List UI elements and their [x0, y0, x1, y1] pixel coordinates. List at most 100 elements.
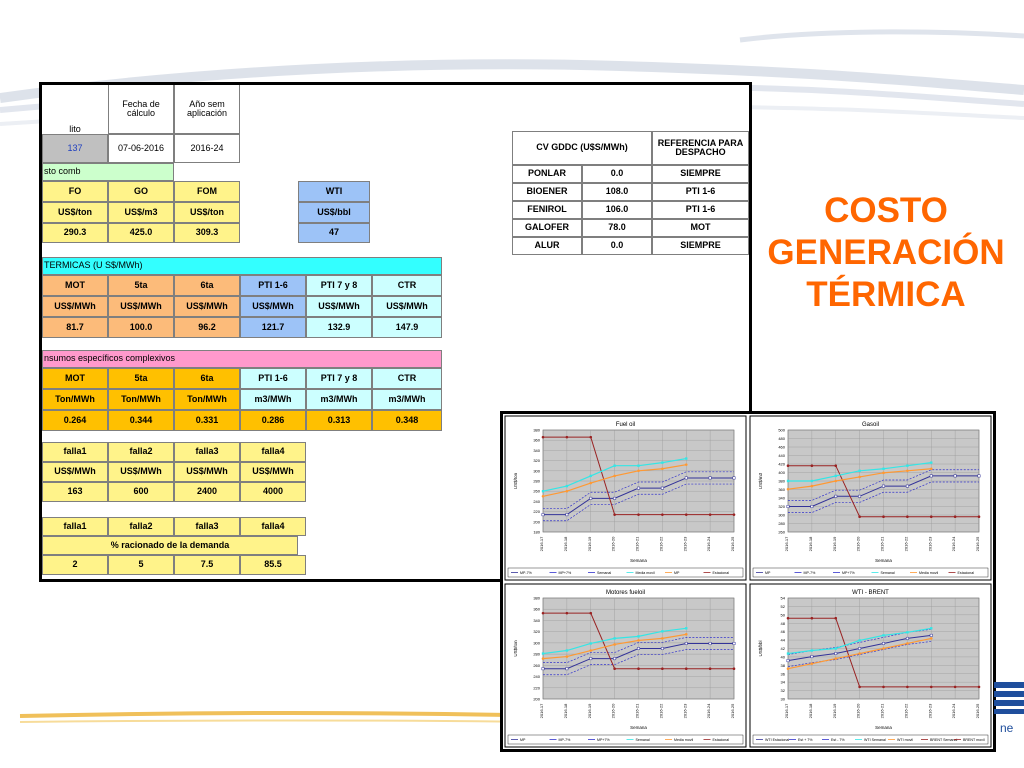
fuel-value-fom[interactable]: 309.3 — [174, 223, 240, 243]
cv-value[interactable]: 108.0 — [582, 183, 652, 201]
falla-values-cell[interactable]: 2400 — [174, 482, 240, 502]
x-tick-label: 2016-19 — [832, 536, 837, 551]
x-tick-label: 2016-24 — [951, 703, 956, 718]
termicas-values-cell[interactable]: 100.0 — [108, 317, 174, 338]
cell-lito-value[interactable]: 137 — [42, 134, 108, 163]
falla-headers-cell: falla3 — [174, 442, 240, 462]
marker-estacional — [661, 667, 664, 670]
termicas-headers-cell: CTR — [372, 275, 442, 296]
y-tick-label: 30 — [781, 697, 786, 702]
marker-estacional — [977, 515, 981, 518]
insumos-values-cell[interactable]: 0.313 — [306, 410, 372, 431]
cv-value[interactable]: 106.0 — [582, 201, 652, 219]
insumos-values-cell[interactable]: 0.264 — [42, 410, 108, 431]
marker-mp — [541, 513, 545, 517]
marker-semanal — [613, 464, 616, 467]
termicas-values-cell[interactable]: 96.2 — [174, 317, 240, 338]
marker-mp — [589, 496, 593, 500]
cv-value[interactable]: 78.0 — [582, 219, 652, 237]
cv-value[interactable]: 0.0 — [582, 237, 652, 255]
marker-mp — [810, 655, 814, 659]
termicas-values-cell[interactable]: 81.7 — [42, 317, 108, 338]
fuel-unit-fom: US$/ton — [174, 202, 240, 223]
insumos-values-cell[interactable]: 0.348 — [372, 410, 442, 431]
x-tick-label: 2016-23 — [927, 536, 932, 551]
x-tick-label: 2016-21 — [635, 703, 640, 718]
legend-label: WTI Semanal — [864, 738, 886, 742]
insumos-values-cell[interactable]: 0.344 — [108, 410, 174, 431]
marker-mp — [589, 657, 593, 661]
x-tick-label: 2016-22 — [903, 536, 908, 551]
fuel-value-fo[interactable]: 290.3 — [42, 223, 108, 243]
series-mp-minus — [543, 649, 734, 676]
marker-media-movil — [684, 463, 688, 466]
marker-mp — [858, 647, 862, 650]
marker-mp — [858, 494, 862, 498]
termicas-values-cell[interactable]: 121.7 — [240, 317, 306, 338]
marker-estacional — [732, 667, 736, 670]
marker-media-movil — [929, 637, 933, 640]
y-tick-label: 300 — [533, 468, 540, 473]
y-tick-label: 38 — [781, 663, 786, 668]
marker-semanal — [637, 635, 640, 638]
insumos-units-cell: m3/MWh — [372, 389, 442, 410]
cv-value[interactable]: 0.0 — [582, 165, 652, 183]
marker-mp — [834, 652, 838, 656]
col-header-anio: Año sem aplicación — [174, 85, 240, 134]
termicas-values-cell[interactable]: 147.9 — [372, 317, 442, 338]
falla-values-cell[interactable]: 600 — [108, 482, 174, 502]
cell-anio-value[interactable]: 2016-24 — [174, 134, 240, 163]
cell-fecha-value[interactable]: 07-06-2016 — [108, 134, 174, 163]
legend-label: MP-7% — [559, 738, 572, 742]
legend-label: Semanal — [636, 738, 650, 742]
marker-estacional — [786, 464, 790, 467]
racionado-value-cell[interactable]: 85.5 — [240, 555, 306, 575]
legend-label: MP — [765, 571, 771, 575]
falla-values-cell[interactable]: 163 — [42, 482, 108, 502]
marker-media-movil — [565, 655, 569, 658]
y-axis-label: US$/ton — [513, 640, 518, 657]
company-logo: ne — [994, 682, 1024, 735]
y-tick-label: 200 — [533, 519, 540, 524]
marker-mp — [684, 476, 688, 480]
x-tick-label: 2016-25 — [975, 536, 980, 551]
x-tick-label: 2016-22 — [658, 536, 663, 551]
legend-label: Media movil — [919, 571, 938, 575]
y-tick-label: 32 — [781, 688, 786, 693]
marker-estacional — [541, 435, 545, 439]
falla-values-cell[interactable]: 4000 — [240, 482, 306, 502]
racionado-value-cell[interactable]: 2 — [42, 555, 108, 575]
falla-headers-cell: falla4 — [240, 442, 306, 462]
racionado-header-cell: falla2 — [108, 517, 174, 536]
marker-semanal — [882, 634, 885, 637]
marker-estacional — [977, 685, 981, 689]
marker-mp — [786, 505, 790, 508]
x-tick-label: 2016-20 — [856, 536, 861, 551]
fuel-value-wti[interactable]: 47 — [298, 223, 370, 243]
x-tick-label: 2016-24 — [706, 536, 711, 551]
marker-semanal — [685, 627, 688, 630]
insumos-headers-cell: PTI 1-6 — [240, 368, 306, 389]
y-tick-label: 260 — [533, 663, 540, 668]
racionado-value-cell[interactable]: 5 — [108, 555, 174, 575]
insumos-values-cell[interactable]: 0.331 — [174, 410, 240, 431]
marker-mp — [613, 496, 617, 500]
y-tick-label: 220 — [533, 685, 540, 690]
x-tick-label: 2016-17 — [539, 536, 544, 551]
y-tick-label: 340 — [533, 448, 540, 453]
title-line-3: TÉRMICA — [806, 275, 966, 314]
y-tick-label: 48 — [781, 621, 786, 626]
y-tick-label: 340 — [533, 618, 540, 623]
x-tick-label: 2016-19 — [587, 703, 592, 718]
racionado-value-cell[interactable]: 7.5 — [174, 555, 240, 575]
fuel-value-go[interactable]: 425.0 — [108, 223, 174, 243]
marker-media-movil — [834, 479, 838, 483]
insumos-values-cell[interactable]: 0.286 — [240, 410, 306, 431]
termicas-units-cell: US$/MWh — [306, 296, 372, 317]
y-tick-label: 260 — [533, 489, 540, 494]
termicas-label: TERMICAS (U S$/MWh) — [42, 257, 442, 275]
y-tick-label: 320 — [533, 458, 540, 463]
termicas-values-cell[interactable]: 132.9 — [306, 317, 372, 338]
y-tick-label: 240 — [533, 499, 540, 504]
marker-mp — [882, 642, 885, 645]
